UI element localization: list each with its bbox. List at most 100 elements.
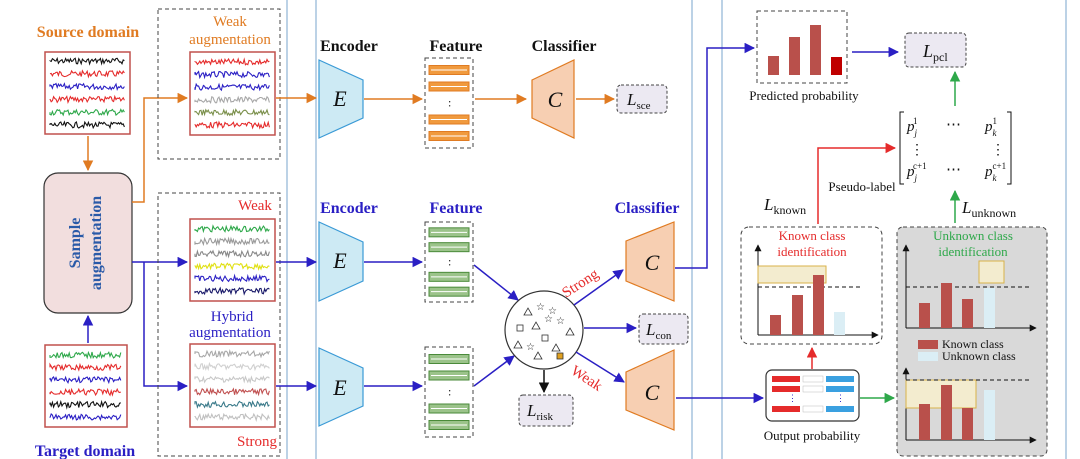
space-triangle xyxy=(551,343,561,352)
hybrid-aug-group xyxy=(157,192,281,457)
output-mid-cell xyxy=(802,375,824,383)
signal-trace xyxy=(49,108,125,117)
space-triangle xyxy=(565,327,575,336)
feature-ellipsis: : xyxy=(448,96,451,110)
m-p22-sup: c+1 xyxy=(993,161,1007,171)
signal-trace xyxy=(194,375,270,384)
space-star: ☆ xyxy=(544,314,553,325)
signal-trace xyxy=(49,413,122,422)
feature-top: : xyxy=(424,57,474,149)
space-star: ☆ xyxy=(548,306,557,317)
signal-trace xyxy=(194,108,270,117)
encoder-symbol-bottom: E xyxy=(332,375,347,400)
signal-trace xyxy=(194,224,270,234)
weak-aug-title-2: augmentation xyxy=(189,32,271,48)
loss-con-sub: con xyxy=(655,330,671,342)
target-signal-image xyxy=(44,344,128,428)
space-square xyxy=(556,352,564,360)
signal-trace xyxy=(194,387,270,397)
known-id-title-2: identification xyxy=(777,244,847,259)
m-vdots-left: ⋮ xyxy=(910,143,924,158)
output-mid-cell xyxy=(802,405,824,413)
arrow-sample-aug-to-weak-aug xyxy=(132,92,189,203)
encoder-top: E xyxy=(318,59,364,139)
signal-trace xyxy=(49,362,122,373)
weak-aug-group xyxy=(157,8,281,160)
feature-ellipsis: : xyxy=(448,255,451,269)
arrow-feature-bottom-to-space xyxy=(473,355,515,387)
sample-augmentation-box: Sample augmentation xyxy=(43,172,133,314)
loss-con-L: L xyxy=(645,320,655,339)
unknown-identification-panel: Unknown class identification Known class… xyxy=(896,226,1048,457)
feature-ellipsis: : xyxy=(448,385,451,399)
source-domain-label: Source domain xyxy=(37,24,139,41)
loss-pcl-sub: pcl xyxy=(933,50,948,64)
source-signal-image xyxy=(44,51,131,135)
output-unknown-cell xyxy=(826,376,854,382)
m-p22: p xyxy=(984,164,993,180)
encoder-mid: E xyxy=(318,221,364,302)
strong-title: Strong xyxy=(237,434,278,450)
m-p11-sup: 1 xyxy=(913,116,918,126)
signal-trace xyxy=(49,375,122,385)
signal-trace xyxy=(194,412,270,422)
feature-space-circle: ☆☆☆☆☆ xyxy=(504,290,584,370)
m-dots-bottom: ⋯ xyxy=(946,162,961,178)
signal-trace xyxy=(194,57,270,66)
arrow-classifier-mid-to-predicted xyxy=(675,42,756,269)
signal-trace xyxy=(194,120,270,130)
classifier-symbol-top: C xyxy=(548,87,563,112)
signal-trace xyxy=(194,361,270,372)
signal-trace xyxy=(194,262,270,271)
space-triangle xyxy=(513,340,523,349)
output-row-ellipsis: ⋮ xyxy=(836,393,845,403)
loss-risk-sub: risk xyxy=(536,411,553,423)
output-mid-cell xyxy=(802,385,824,393)
signal-trace xyxy=(194,236,270,247)
classifier-symbol-bottom: C xyxy=(645,380,660,405)
target-domain-label: Target domain xyxy=(35,443,135,459)
unknown-id-title-2: identification xyxy=(938,244,1008,259)
loss-known-sub: known xyxy=(773,203,806,217)
classifier-title-mid: Classifier xyxy=(615,200,680,217)
predicted-probability-chart xyxy=(756,10,848,84)
loss-unknown-L: L xyxy=(961,198,971,217)
weak-title: Weak xyxy=(238,198,272,214)
encoder-bottom: E xyxy=(318,347,364,427)
classifier-top: C xyxy=(531,59,575,139)
m-p11: p xyxy=(906,119,915,135)
legend-known-label: Known class xyxy=(942,337,1004,351)
m-p21-sub: j xyxy=(914,173,918,183)
svg-text:pk1: pk1 xyxy=(984,116,998,138)
strong-arrow-label: Strong xyxy=(559,266,602,301)
output-known-cell xyxy=(772,376,800,382)
hybrid-aug-title-2: augmentation xyxy=(189,325,271,341)
loss-pcl-L: L xyxy=(922,41,933,61)
encoder-title-top: Encoder xyxy=(320,38,378,55)
arrow-space-to-classifier-weak xyxy=(575,351,625,383)
signal-trace xyxy=(49,94,125,104)
m-p21: p xyxy=(906,164,915,180)
feature-bottom: : xyxy=(424,346,474,438)
loss-sce-L: L xyxy=(626,90,636,109)
feature-mid: : xyxy=(424,221,474,303)
known-identification-panel: Known class identification xyxy=(740,226,883,345)
classifier-bottom: C xyxy=(625,349,675,431)
output-probability-box: ⋮⋮ xyxy=(765,369,860,422)
legend-unknown-label: Unknown class xyxy=(942,349,1016,363)
loss-sce-sub: sce xyxy=(636,100,650,112)
space-triangle xyxy=(531,321,541,330)
sample-aug-line1: Sample xyxy=(67,218,84,269)
space-star: ☆ xyxy=(556,316,565,327)
arrow-known-to-matrix xyxy=(817,142,897,224)
signal-trace xyxy=(49,350,122,360)
weak-aug-signal-image xyxy=(189,51,276,136)
space-square xyxy=(516,324,524,332)
encoder-symbol-mid: E xyxy=(332,248,347,273)
space-square xyxy=(541,334,549,342)
svg-text:Lcon: Lcon xyxy=(645,320,672,342)
space-star: ☆ xyxy=(536,302,545,313)
pseudo-label-matrix: pj1 ⋯ pk1 ⋮ ⋮ pjc+1 ⋯ pkc+1 xyxy=(899,111,1012,185)
signal-trace xyxy=(194,273,270,283)
svg-text:pjc+1: pjc+1 xyxy=(906,161,927,183)
